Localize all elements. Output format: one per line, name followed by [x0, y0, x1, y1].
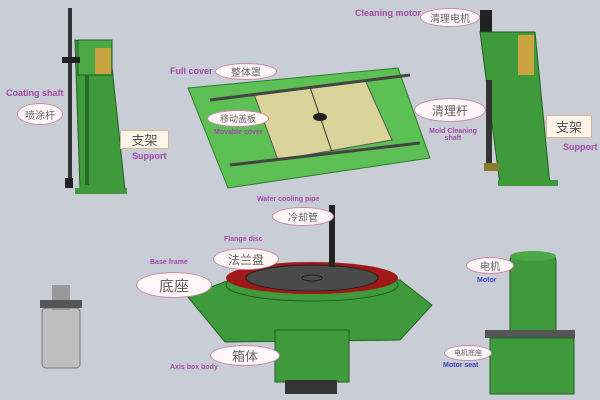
full-cover-label: Full cover [170, 66, 213, 76]
flange-disc-label: Flange disc [224, 236, 263, 243]
motor-seat-label: Motor seat [443, 362, 479, 369]
support-left-cn-box: 支架 [120, 130, 169, 149]
right-support-assembly [479, 10, 558, 186]
cleaning-motor-cn-bubble: 清理电机 [420, 8, 480, 27]
flange-disc-cn-bubble: 法兰盘 [213, 248, 279, 270]
base-frame-cn-bubble: 底座 [136, 272, 212, 298]
coating-shaft-cn-bubble: 喷涂杆 [17, 103, 63, 125]
motor-cn-bubble: 电机 [466, 257, 514, 274]
support-right-label: Support [563, 142, 598, 152]
cleaning-motor-label: Cleaning motor [355, 8, 422, 18]
support-left-label: Support [132, 151, 167, 161]
support-right-cn-box: 支架 [546, 115, 592, 138]
motor-assembly [485, 251, 575, 395]
axis-box-body-label: Axis box body [170, 364, 218, 371]
motor-label: Motor [477, 277, 497, 284]
motor-seat-cn-bubble: 电机底座 [444, 345, 492, 361]
full-cover-cn-bubble: 整体罩 [215, 63, 277, 80]
coating-shaft-label: Coating shaft [6, 88, 64, 98]
paint-pot [40, 285, 82, 369]
axis-box-body-cn-bubble: 箱体 [210, 345, 280, 366]
left-support-assembly [62, 8, 127, 194]
mold-cleaning-shaft-label: Mold Cleaning shaft [429, 128, 477, 142]
base-frame-label: Base frame [150, 259, 188, 266]
water-cooling-pipe-label: Water cooling pipe [257, 196, 320, 203]
movable-cover-cn-bubble: 移动盖板 [207, 110, 269, 127]
water-cooling-pipe-cn-bubble: 冷却管 [272, 207, 334, 226]
base-frame-assembly [186, 205, 433, 394]
movable-cover-label: Movable cover [214, 129, 263, 136]
mold-cleaning-shaft-cn-bubble: 清理杆 [414, 98, 486, 122]
full-cover-assembly [187, 67, 431, 189]
